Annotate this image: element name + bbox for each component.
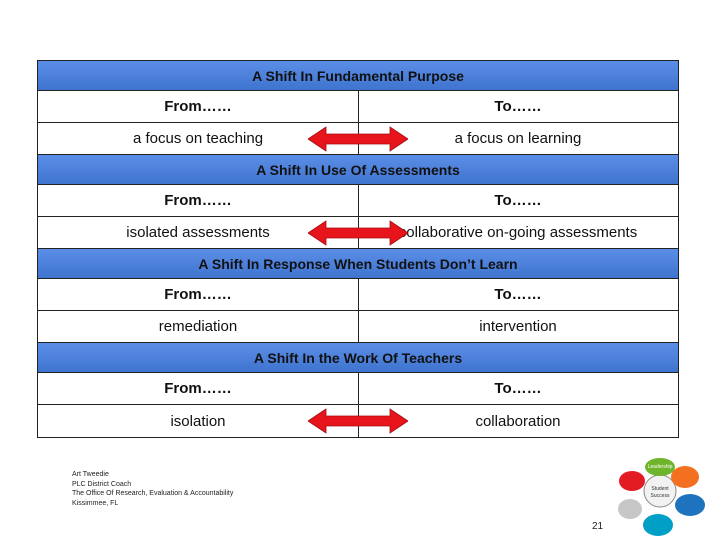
- value-row: remediation intervention: [38, 311, 678, 343]
- value-row: isolation collaboration: [38, 405, 678, 437]
- section-header: A Shift In Fundamental Purpose: [38, 61, 678, 91]
- to-label: To……: [494, 98, 542, 115]
- footer-line: PLC District Coach: [72, 480, 132, 488]
- from-label: From……: [38, 373, 359, 404]
- author-footer: Art Tweedie PLC District Coach The Offic…: [72, 470, 233, 508]
- page-number: 21: [592, 521, 604, 532]
- student-success-logo: Leadership Student Success: [618, 458, 705, 536]
- value-row: a focus on teaching a focus on learning: [38, 123, 678, 155]
- footer-line: Art Tweedie: [72, 471, 109, 478]
- section-header: A Shift In Use Of Assessments: [38, 155, 678, 185]
- svg-text:Student: Student: [651, 486, 669, 492]
- double-arrow-icon: [308, 220, 408, 246]
- shift-table: A Shift In Fundamental Purpose From…… To…: [37, 60, 679, 438]
- double-arrow-icon: [308, 408, 408, 434]
- to-label: To……: [494, 192, 542, 209]
- to-value: a focus on learning: [454, 130, 582, 147]
- footer-line: Kissimmee, FL: [72, 499, 119, 507]
- footer-line: The Office Of Research, Evaluation & Acc…: [72, 490, 234, 497]
- to-value: intervention: [479, 318, 557, 335]
- from-to-row: From…… To……: [38, 373, 678, 405]
- from-label: From……: [38, 279, 359, 310]
- svg-text:Leadership: Leadership: [648, 464, 673, 470]
- to-label: To……: [494, 286, 542, 303]
- from-label: From……: [38, 91, 359, 122]
- from-to-row: From…… To……: [38, 91, 678, 123]
- section-header: A Shift In the Work Of Teachers: [38, 343, 678, 373]
- to-value: collaboration: [475, 412, 561, 430]
- from-value: remediation: [38, 311, 359, 342]
- from-to-row: From…… To……: [38, 185, 678, 217]
- to-label: To……: [494, 380, 542, 397]
- to-value: collaborative on-going assessments: [398, 224, 638, 241]
- value-row: isolated assessments collaborative on-go…: [38, 217, 678, 249]
- double-arrow-icon: [308, 126, 408, 152]
- section-header: A Shift In Response When Students Don’t …: [38, 249, 678, 279]
- svg-text:Success: Success: [651, 493, 670, 499]
- from-to-row: From…… To……: [38, 279, 678, 311]
- from-label: From……: [38, 185, 359, 216]
